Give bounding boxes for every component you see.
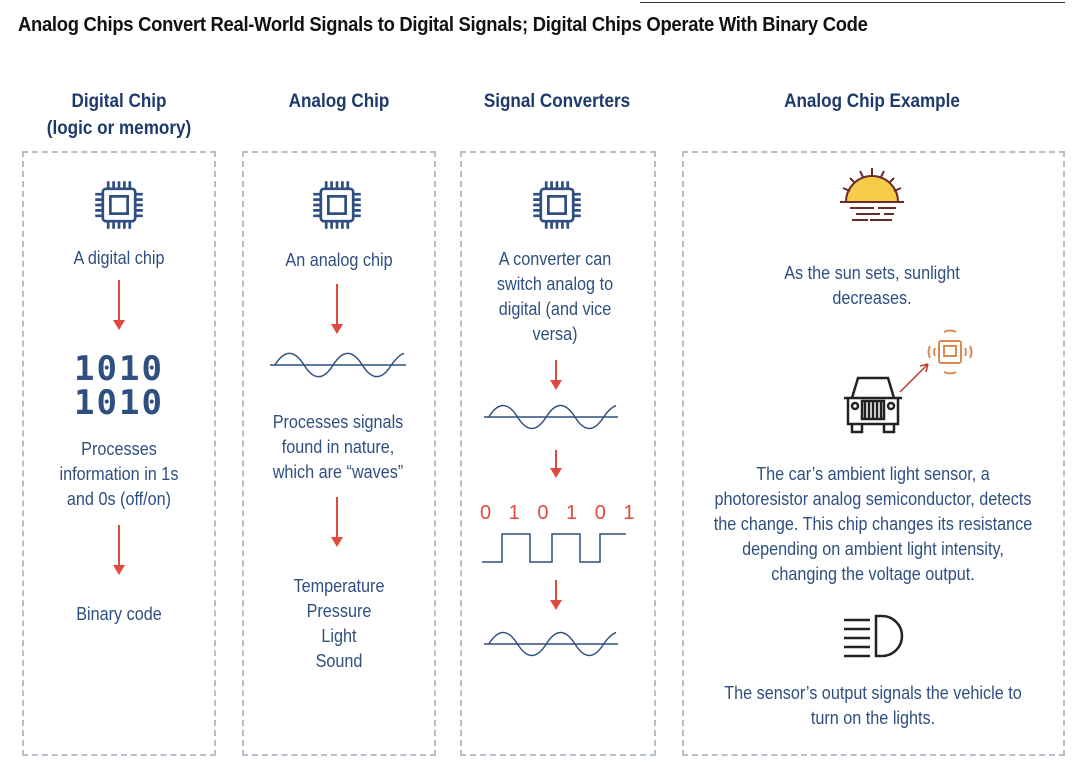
example-step2: The car’s ambient light sensor, a photor… [713,464,1033,584]
square-wave-icon [482,533,626,563]
chip-icon [92,178,146,232]
arrow-icon [331,497,343,547]
arrow-icon [550,450,562,478]
diagram-title: Analog Chips Convert Real-World Signals … [18,14,868,36]
analog-description: Processes signals found in nature, which… [272,412,404,482]
arrow-icon [550,360,562,390]
wave-icon [270,345,406,385]
arrow-icon [331,284,343,334]
arrow-icon [113,525,125,575]
converter-heading: Signal Converters [483,91,631,112]
analog-chip-panel [242,151,436,756]
digital-chip-panel [22,151,216,756]
arrow-icon [113,280,125,330]
sensor-chip-icon [927,329,973,375]
example-heading: Analog Chip Example [784,91,960,112]
converter-label: A converter can switch analog to digital… [496,249,614,344]
headlight-icon [844,614,904,658]
analog-heading: Analog Chip [288,91,390,112]
sensor-arrow-icon [899,363,929,393]
example-step1: As the sun sets, sunlight decreases. [784,263,960,308]
wave-icon [484,397,618,437]
example-step3: The sensor’s output signals the vehicle … [724,683,1022,728]
arrow-icon [550,580,562,610]
digital-result: Binary code [76,604,162,624]
analog-label: An analog chip [285,250,393,270]
car-icon [844,376,902,434]
example-panel [682,151,1065,756]
chip-icon [310,178,364,232]
converter-panel [460,151,656,756]
wave-icon [484,624,618,664]
binary-digits: 0 1 0 1 0 1 [480,502,641,524]
digital-heading: Digital Chip(logic or memory) [46,91,192,139]
digital-description: Processes information in 1s and 0s (off/… [59,439,179,509]
chip-icon [530,178,584,232]
sunset-icon [840,168,904,221]
top-rule [640,2,1065,3]
digital-label: A digital chip [73,248,165,268]
